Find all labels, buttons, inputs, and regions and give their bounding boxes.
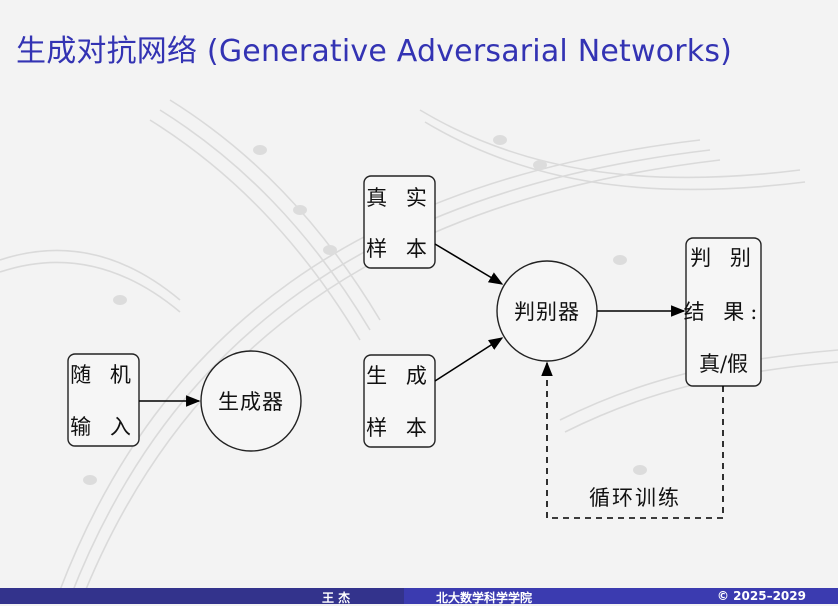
footer-date: © 2025–2029: [717, 589, 806, 603]
footer-right-section: [404, 588, 838, 604]
footer-left-section: 王 杰: [0, 588, 404, 605]
discriminator-label: 判别器: [514, 300, 580, 324]
generated-samples-node: 生 成 样 本: [363, 354, 436, 448]
real-samples-node: 真 实 样 本: [363, 175, 436, 269]
generated-samples-line1: 生 成: [366, 364, 433, 388]
result-node: 判 别 结 果: 真/假: [684, 237, 764, 387]
result-line3: 真/假: [699, 352, 748, 376]
footer-bar: 王 杰 北大数学科学学院 © 2025–2029: [0, 588, 838, 605]
random-input-line2: 输 入: [70, 415, 137, 439]
arrow-real-to-discriminator: [434, 243, 504, 285]
footer-author: 王 杰: [322, 591, 351, 605]
generator-label: 生成器: [218, 390, 284, 414]
arrow-generated-to-discriminator: [434, 337, 504, 382]
discriminator-node: 判别器: [496, 260, 598, 362]
real-samples-line2: 样 本: [366, 237, 433, 261]
random-input-node: 随 机 输 入: [67, 353, 140, 447]
feedback-loop-arrow: [541, 361, 724, 519]
generator-node: 生成器: [200, 350, 302, 452]
real-samples-line1: 真 实: [366, 186, 433, 210]
loop-label: 循环训练: [589, 486, 681, 510]
slide-title: 生成对抗网络 (Generative Adversarial Networks): [16, 34, 733, 69]
result-line1: 判 别: [690, 246, 757, 270]
generated-samples-line2: 样 本: [366, 416, 433, 440]
footer-institution: 北大数学科学学院: [436, 591, 533, 605]
random-input-line1: 随 机: [70, 363, 137, 387]
result-line2: 结 果:: [684, 300, 764, 324]
